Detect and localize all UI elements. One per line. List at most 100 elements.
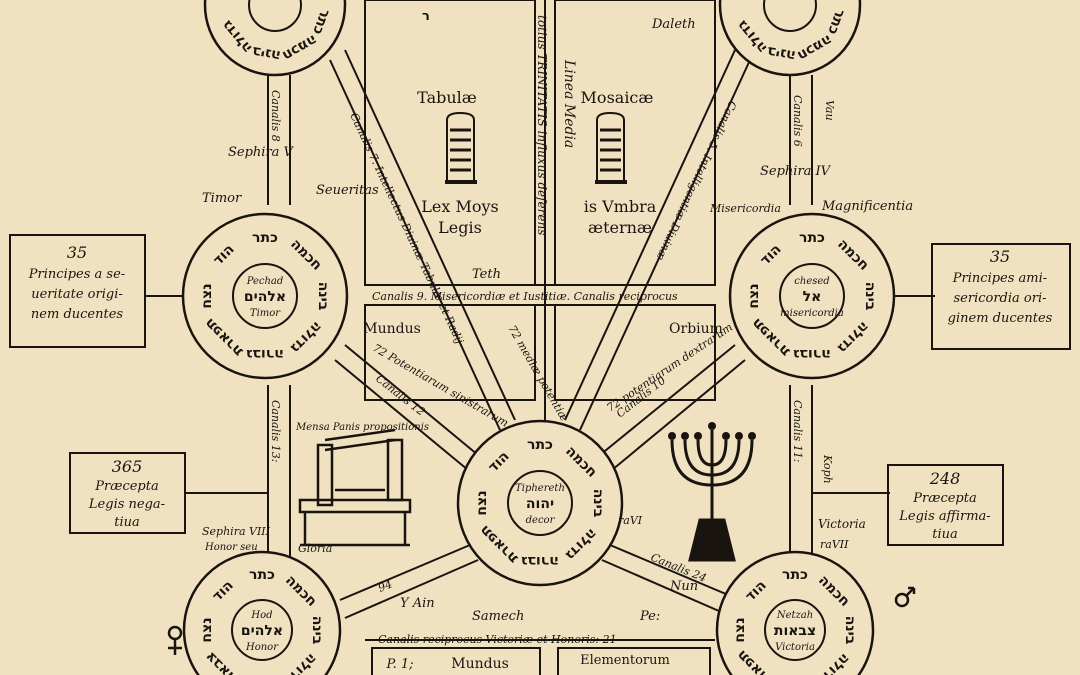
samech-label: Samech <box>472 609 524 624</box>
sephira-inner-divine-name: אל <box>803 289 822 305</box>
sephira-ring-word: נצח <box>474 490 490 515</box>
mosaicae-label: Mosaicæ <box>581 88 654 107</box>
sephira-inner-meaning: Timor <box>250 308 281 319</box>
mundus-upper-label: Mundus <box>363 321 421 337</box>
sephira-ring-word: גבורה <box>793 346 831 362</box>
sephira-inner-name: Pechad <box>246 276 284 287</box>
box-left-35: 35 Principes a se- ueritate origi- nem d… <box>9 234 146 348</box>
sephira-inner-divine-name: יהוה <box>526 496 554 512</box>
misericordia-label: Misericordia <box>709 202 781 215</box>
sephira-outer-ring <box>728 212 896 380</box>
box-left-365-line-2: Legis nega- <box>88 497 165 512</box>
magnificentia-label: Magnificentia <box>821 199 913 214</box>
sephira-inner-ring <box>779 263 845 329</box>
mars-symbol-icon <box>894 586 916 608</box>
sephira-ring-word: בינה <box>842 616 858 645</box>
sephira-ring-word: נצח <box>199 617 215 642</box>
tabulae-label: Tabulæ <box>417 88 477 107</box>
mensa-label: Mensa Panis propositionis <box>295 422 429 433</box>
sephira-ring-word: כתר <box>249 567 275 583</box>
box-right-248-line-1: Præcepta <box>912 491 976 506</box>
sephira-ring-word: נצח <box>199 283 215 308</box>
victoria-label: Victoria <box>818 517 866 531</box>
sephira-ring-word: בינה <box>251 43 282 64</box>
box-left-365-line-0: 365 <box>112 457 143 476</box>
venus-symbol-icon <box>167 625 183 655</box>
legis-label: Legis <box>438 218 482 237</box>
sephira-inner-divine-name: צבאות <box>774 623 816 639</box>
sephira-v-label: Sephira V <box>228 145 295 160</box>
channels <box>145 49 935 619</box>
rav-vii-label: raVII <box>820 538 849 551</box>
sephira-inner-name: chesed <box>794 276 829 287</box>
sephira-outer-ring <box>718 0 862 77</box>
box-right-35: 35 Principes ami- sericordia ori- ginem … <box>931 243 1071 350</box>
canal-left-vertical-low: Canalis 13: <box>269 400 282 463</box>
box-left-35-line-3: nem ducentes <box>31 307 123 322</box>
box-left-35-line-1: Principes a se- <box>28 267 125 282</box>
media-label: 72 mediæ potentiæ <box>505 323 571 424</box>
tablet-of-law-icon <box>445 111 477 184</box>
elementorum-label: Elementorum <box>580 653 670 668</box>
canal-right-vertical-top: Canalis 6 <box>791 95 804 147</box>
resh-label: ר <box>422 9 430 24</box>
sephira-outer-ring <box>456 419 624 587</box>
canal-middle-horizontal: Canalis 9. Misericordiæ et Iustitiæ. Can… <box>372 290 678 303</box>
box-right-35-line-3: ginem ducentes <box>948 311 1053 326</box>
eternae-label: æternæ <box>588 218 652 237</box>
koph-label: Koph <box>821 454 834 484</box>
sephira-ring-word: בינה <box>590 489 606 518</box>
box-left-35-line-2: ueritate origi- <box>31 287 123 302</box>
box-right-35-line-2: sericordia ori- <box>953 291 1046 306</box>
box-right-248: 248 Præcepta Legis affirma- tiua <box>887 464 1004 546</box>
sephira-ring-word: בינה <box>862 282 878 311</box>
sephira-outer-ring <box>181 212 349 380</box>
sephira-ring-word: כתר <box>799 230 825 246</box>
canal-right-vertical-low: Canalis 11: <box>791 400 804 463</box>
sephira-hod: כתרחכמהבינהגדולהגבורהצבאותנצחהודHodאלהים… <box>182 550 342 675</box>
box-right-35-line-0: 35 <box>990 247 1010 266</box>
box-right-248-line-0: 248 <box>929 469 961 488</box>
sephira-inner-meaning: Honor <box>245 642 279 653</box>
sephira-netzach: כתרחכמהבינהגדולהגבורהתפארתנצחהודNetzahצב… <box>715 550 875 675</box>
sephira-inner-meaning: misericordia <box>780 308 844 319</box>
sephira-inner-meaning: Victoria <box>775 642 815 653</box>
sephira-ring-word: נצח <box>746 283 762 308</box>
sephira-iv-label: Sephira IV <box>760 164 832 179</box>
tablet-of-law-icon <box>595 111 627 184</box>
nun-label: Nun <box>669 579 698 594</box>
linea-media-label: Linea Media <box>561 59 577 148</box>
honor-seu-label: Honor seu <box>204 542 258 553</box>
linea-trinitatis-label: totius TRINITATIS influxus deferens <box>535 15 549 235</box>
canal-left-vertical-top: Canalis 8 <box>269 90 282 142</box>
sephira-viii-label: Sephira VIII <box>202 525 271 538</box>
sephira-ring-word: גבורה <box>246 346 284 362</box>
sephira-ring-word: בינה <box>766 43 797 64</box>
sephira-inner-ring <box>248 0 302 32</box>
seueritas-label: Seueritas <box>316 183 379 198</box>
sephira-inner-meaning: decor <box>526 515 556 526</box>
box-right-35-line-1: Principes ami- <box>952 271 1047 286</box>
p1-label: P. 1; <box>385 657 413 672</box>
sephira-ring-word: כתר <box>782 567 808 583</box>
sephira-outer-ring <box>203 0 347 77</box>
sephira-inner-name: Hod <box>250 610 272 621</box>
sephira-inner-ring <box>507 470 573 536</box>
sephira-ring-word: כתר <box>527 437 553 453</box>
sephira-inner-ring <box>231 599 293 661</box>
sephira-ring-word: נצח <box>732 617 748 642</box>
sephira-inner-divine-name: אלהים <box>244 289 286 305</box>
box-left-365-line-1: Præcepta <box>94 479 158 494</box>
sephira-inner-ring <box>232 263 298 329</box>
box-left-365: 365 Præcepta Legis nega- tiua <box>69 452 186 534</box>
sephira-inner-ring <box>764 599 826 661</box>
box-right-248-line-3: tiua <box>932 527 958 542</box>
orbium-label: Orbium <box>669 321 723 337</box>
canal-lower-left-short: 94 <box>376 577 394 594</box>
menorah-icon <box>668 422 756 562</box>
box-left-365-line-3: tiua <box>114 515 140 530</box>
